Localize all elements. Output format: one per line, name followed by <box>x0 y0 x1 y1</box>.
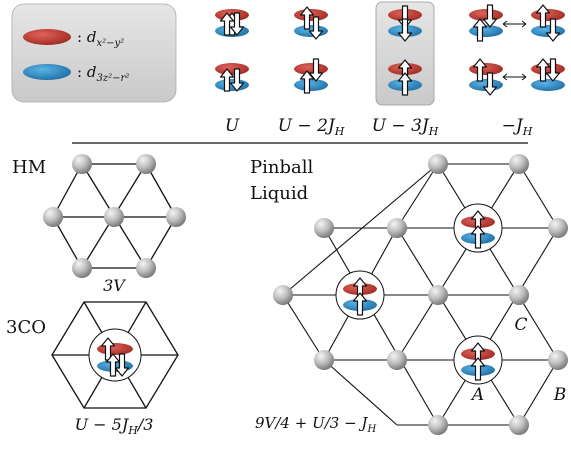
pinball-charged-site-lower <box>453 335 503 385</box>
energy-label-minus-J: −JH <box>502 116 533 138</box>
sublattice-label-A: A <box>470 385 484 405</box>
three-co-energy: U − 5JH/3 <box>75 415 154 437</box>
energy-label-U: U <box>225 116 240 136</box>
pinball-charged-site-left <box>335 270 385 320</box>
hm-lattice: HM 3V <box>12 154 186 295</box>
pinball-sites <box>273 154 568 435</box>
hm-energy: 3V <box>103 276 126 295</box>
pinball-energy: 9V/4 + U/3 − JH <box>255 414 376 435</box>
legend-label-x2y2: : dx²−y² <box>77 28 124 49</box>
three-co-lattice: 3CO U − 5JH/3 <box>6 301 179 437</box>
config-U-2J <box>294 6 328 94</box>
config-minus-J <box>469 4 565 96</box>
hm-sites <box>43 154 186 278</box>
hm-label: HM <box>12 157 46 178</box>
legend-blue-orbital <box>23 64 71 80</box>
energy-label-U-2J: U − 2JH <box>278 116 345 138</box>
sublattice-label-C: C <box>514 315 527 335</box>
pinball-label-1: Pinball <box>250 157 313 178</box>
legend-red-orbital <box>23 29 71 45</box>
config-U-3J <box>388 5 422 96</box>
orbital-legend: : dx²−y² : d3z²−r² <box>11 3 177 103</box>
energy-label-U-3J: U − 3JH <box>372 116 439 138</box>
pinball-lattice: Pinball Liquid <box>250 154 568 435</box>
sublattice-label-B: B <box>553 385 567 405</box>
config-U <box>215 9 249 92</box>
pinball-label-2: Liquid <box>250 183 308 204</box>
highlight-box <box>375 1 435 106</box>
pinball-charged-site-upper <box>453 203 503 253</box>
legend-label-3z2: : d3z²−r² <box>77 63 129 84</box>
three-co-label: 3CO <box>6 317 46 338</box>
